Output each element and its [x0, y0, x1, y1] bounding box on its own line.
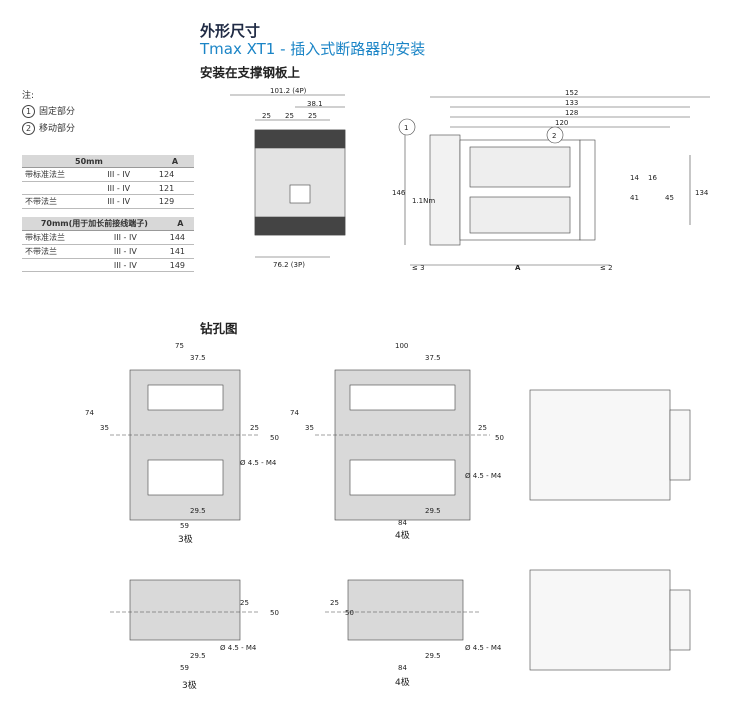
drilling-drawings: 75 37.5 74 35 25 50 Ø 4.5 - M4 29.5 59 3…	[85, 342, 504, 691]
note-2-num: 2	[22, 122, 35, 135]
p2-d50: 50	[495, 434, 504, 442]
page-subtitle: Tmax XT1 - 插入式断路器的安装	[200, 40, 426, 58]
front-dim-381: 38.1	[307, 100, 323, 108]
note-moving-part: 2 移动部分	[22, 121, 75, 135]
p4-d84: 84	[398, 664, 407, 672]
front-dim-bottom: 76.2 (3P)	[273, 261, 305, 269]
front-dim-25b: 25	[285, 112, 294, 120]
p1-w: 75	[175, 342, 184, 350]
mount-heading: 安装在支撑钢板上	[200, 65, 301, 80]
p1-h74: 74	[85, 409, 94, 417]
side-dim-120: 120	[555, 119, 568, 127]
side-dim-133: 133	[565, 99, 578, 107]
table-50mm-col: A	[155, 155, 194, 168]
p2-hole: Ø 4.5 - M4	[465, 472, 502, 480]
p1-d50: 50	[270, 434, 279, 442]
notes-label: 注:	[22, 91, 35, 101]
p2-d84: 84	[398, 519, 407, 527]
table-70mm-col: A	[166, 217, 194, 231]
side-dim-16: 16	[648, 174, 657, 182]
side-dim-le2: ≤ 2	[600, 264, 613, 272]
side-dim-128: 128	[565, 109, 578, 117]
p3-hole: Ø 4.5 - M4	[220, 644, 257, 652]
p4-label: 4极	[395, 676, 410, 688]
side-dim-152: 152	[565, 89, 578, 97]
breaker-side-assemblies	[529, 389, 691, 671]
p2-d25: 25	[478, 424, 487, 432]
p3-d50: 50	[270, 609, 279, 617]
p3-d25: 25	[240, 599, 249, 607]
p4-d50: 50	[345, 609, 354, 617]
side-dim-146: 146	[392, 189, 406, 197]
p2-half: 37.5	[425, 354, 441, 362]
p4-d29: 29.5	[425, 652, 441, 660]
p4-hole: Ø 4.5 - M4	[465, 644, 502, 652]
p4-d25: 25	[330, 599, 339, 607]
p1-d25: 25	[250, 424, 259, 432]
table-70mm-title: 70mm(用于加长前接线端子)	[22, 217, 167, 231]
side-dim-41: 41	[630, 194, 639, 202]
page-title: 外形尺寸	[200, 22, 261, 40]
side-callout-2: 2	[552, 132, 556, 140]
p2-w: 100	[395, 342, 408, 350]
p2-h35: 35	[305, 424, 314, 432]
table-50mm-title: 50mm	[22, 155, 156, 168]
side-dim-14: 14	[630, 174, 639, 182]
note-fixed-part: 1 固定部分	[22, 104, 75, 118]
p2-h74: 74	[290, 409, 299, 417]
p2-label: 4极	[395, 529, 410, 541]
note-1-num: 1	[22, 105, 35, 118]
p1-hole: Ø 4.5 - M4	[240, 459, 277, 467]
p2-d29: 29.5	[425, 507, 441, 515]
note-1-text: 固定部分	[39, 107, 76, 117]
p1-label: 3极	[178, 533, 193, 545]
front-view-drawing: 101.2 (4P) 38.1 25 25 25 76.2 (3P)	[230, 87, 346, 269]
p3-d59: 59	[180, 664, 189, 672]
front-dim-25a: 25	[262, 112, 271, 120]
p1-d59: 59	[180, 522, 189, 530]
side-dim-a: A	[515, 264, 521, 272]
p1-h35: 35	[100, 424, 109, 432]
drilling-heading: 钻孔图	[200, 321, 238, 336]
p3-label: 3极	[182, 679, 197, 691]
side-dim-45: 45	[665, 194, 674, 202]
p1-half: 37.5	[190, 354, 206, 362]
p1-d29: 29.5	[190, 507, 206, 515]
note-2-text: 移动部分	[39, 124, 76, 134]
front-dim-top: 101.2 (4P)	[270, 87, 307, 95]
side-view-drawing: 152 133 128 120 146 134 14 16 41 45 1.1N…	[392, 89, 710, 272]
front-dim-25c: 25	[308, 112, 317, 120]
p3-d29: 29.5	[190, 652, 206, 660]
side-dim-le3: ≤ 3	[412, 264, 425, 272]
side-torque: 1.1Nm	[412, 197, 435, 205]
side-callout-1: 1	[404, 124, 408, 132]
side-dim-134: 134	[695, 189, 709, 197]
